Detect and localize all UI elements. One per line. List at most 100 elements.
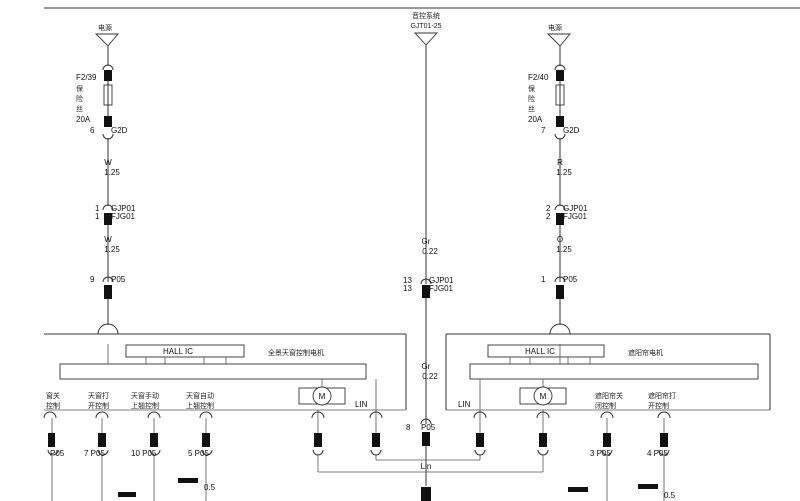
left-p05-pin-block: [104, 285, 112, 299]
right-gjp-name: GJP01: [563, 204, 588, 213]
left-switch-3-line1: 天窗手动: [131, 391, 159, 400]
lin-bus-label: Lin: [421, 462, 432, 471]
left-lin-label: LIN: [355, 400, 368, 409]
lin-pin-2: [372, 433, 380, 447]
right-lin-label: LIN: [458, 400, 471, 409]
right-fjg-pin-block: [556, 213, 564, 225]
right-fuse-bottom-pin: [556, 116, 564, 127]
right-wire-color-1: R: [557, 158, 563, 167]
left-switch-1-line2: 控制: [46, 401, 60, 410]
left-switch-3-line2: 上翘控制: [131, 401, 159, 410]
center-gjp-pin: 13: [403, 276, 412, 285]
right-module-entry: [549, 323, 571, 335]
right-switch-2-line1: 遮阳帘打: [648, 391, 676, 400]
right-p05-connector: [554, 276, 566, 283]
right-sw1-label-block: [568, 487, 588, 492]
left-fjg-pin-block: [104, 213, 112, 225]
lin-pin-4: [539, 433, 547, 447]
left-sw2-bottom-connector: [97, 449, 109, 456]
top-source-code: GJT01-25: [410, 23, 441, 30]
left-p05-name: P05: [111, 275, 126, 284]
left-p05-connector: [102, 276, 114, 283]
right-sw2-bottom-connector: [658, 449, 670, 456]
right-g2d-name: G2D: [563, 126, 580, 135]
left-fjg-pin: 1: [95, 212, 100, 221]
left-module-title: 全景天窗控制电机: [268, 348, 324, 357]
left-sw4-wire-size: 0.5: [204, 483, 216, 492]
left-wire-color-1: W: [104, 158, 112, 167]
left-sw1-connector: [43, 411, 57, 419]
left-fuse-note-3: 丝: [76, 104, 83, 113]
center-p05-pin: 8: [406, 423, 411, 432]
left-sw4-connector: [199, 411, 213, 419]
left-fuse-note-2: 险: [76, 94, 83, 103]
right-p05-name: P05: [563, 275, 578, 284]
left-sw2-p05: 7 P05: [84, 449, 105, 458]
right-wire-size-1: 1.25: [556, 168, 572, 177]
lin-bottom-conn-4: [537, 449, 549, 456]
right-switch-2-line2: 开控制: [648, 401, 669, 410]
center-wire-color-2: Gr: [422, 362, 431, 371]
left-switch-2-line1: 天窗打: [88, 391, 109, 400]
lin-bottom-conn-1: [312, 449, 324, 456]
left-wire-size-1: 1.25: [104, 168, 120, 177]
right-sw1-connector: [600, 411, 614, 419]
left-gjp-connector: [102, 204, 114, 211]
left-motor-label: M: [319, 392, 326, 401]
left-fuse-top-pin: [104, 70, 112, 81]
left-sw3-pin: [150, 433, 158, 447]
right-p05-pin-block: [556, 285, 564, 299]
left-g2d-pin: 6: [90, 126, 95, 135]
center-bottom-pin-block: [421, 487, 431, 501]
lin-conn-2: [369, 411, 383, 419]
center-fjg-pin-block: [422, 285, 430, 298]
center-fjg-name: FJG01: [429, 284, 454, 293]
left-sw3-connector: [147, 411, 161, 419]
lin-bottom-conn-3: [474, 449, 486, 456]
left-gjp-pin: 1: [95, 204, 100, 213]
center-fjg-pin: 13: [403, 284, 412, 293]
left-fuse-name: F2/39: [76, 73, 97, 82]
left-sw2-connector: [95, 411, 109, 419]
right-sw2-wire-size: 0.5: [664, 491, 676, 500]
right-fuse-top-pin: [556, 70, 564, 81]
center-wire-size-2: 0.22: [422, 372, 438, 381]
left-supply-label: 电源: [98, 23, 112, 32]
left-sw4-pin: [202, 433, 210, 447]
right-motor-label: M: [540, 392, 547, 401]
left-p05-pin: 9: [90, 275, 95, 284]
left-switch-4-line1: 天窗自动: [186, 391, 214, 400]
right-fjg-name: FJG01: [563, 212, 588, 221]
right-switch-1-line1: 遮阳帘关: [595, 391, 623, 400]
left-sw3-p05: 10 P05: [131, 449, 157, 458]
left-supply-triangle: [94, 33, 119, 47]
right-hall-ic-label: HALL IC: [525, 347, 555, 356]
right-sw2-connector: [657, 411, 671, 419]
left-motor-icon: [312, 386, 332, 406]
left-fuse-bottom-pin: [104, 116, 112, 127]
left-gjp-name: GJP01: [111, 204, 136, 213]
right-sw1-pin: [603, 433, 611, 447]
right-gjp-connector: [554, 204, 566, 211]
left-logic-bar: [59, 363, 367, 380]
top-source-label: 音控系统: [412, 11, 440, 20]
lin-bottom-conn-2: [370, 449, 382, 456]
right-supply-label: 电源: [548, 23, 562, 32]
right-sw2-p05: 4 P05: [647, 449, 668, 458]
right-fuse-rating: 20A: [528, 115, 543, 124]
left-sw4-p05: 5 P05: [188, 449, 209, 458]
right-sw2-label-block: [638, 484, 658, 489]
left-switch-1-line1: 窗关: [46, 391, 60, 400]
right-hall-ic-box: [487, 344, 605, 358]
right-p05-pin: 1: [541, 275, 546, 284]
left-sw3-bottom-connector: [149, 449, 161, 456]
center-p05-name: P05: [421, 423, 436, 432]
left-switch-2-line2: 开控制: [88, 401, 109, 410]
left-wire-size-2: 1.25: [104, 245, 120, 254]
right-fuse-note-1: 保: [528, 84, 535, 93]
left-sw4-bottom-connector: [201, 449, 213, 456]
center-p05-connector: [420, 418, 432, 425]
right-sw2-pin: [660, 433, 668, 447]
left-hall-ic-label: HALL IC: [163, 347, 193, 356]
